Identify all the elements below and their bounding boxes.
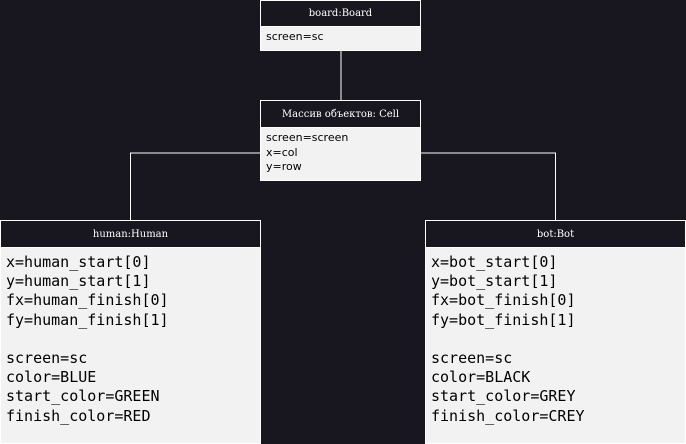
cell-array-title: Массив объектов: Cell xyxy=(261,101,420,128)
human-object-attributes: x=human_start[0] y=human_start[1] fx=hum… xyxy=(6,253,169,425)
connector-cell-human xyxy=(130,152,260,220)
cell-array-box: Массив объектов: Cell screen=screen x=co… xyxy=(260,100,421,181)
human-object-title: human:Human xyxy=(1,221,260,248)
human-object-box: human:Human x=human_start[0] y=human_sta… xyxy=(0,220,261,444)
board-object-attributes: screen=sc xyxy=(266,30,324,43)
bot-object-title: bot:Bot xyxy=(426,221,685,248)
bot-object-box: bot:Bot x=bot_start[0] y=bot_start[1] fx… xyxy=(425,220,686,444)
connector-cell-bot xyxy=(421,152,556,220)
bot-object-attributes: x=bot_start[0] y=bot_start[1] fx=bot_fin… xyxy=(431,253,585,425)
board-object-box: board:Board screen=sc xyxy=(260,0,421,51)
cell-array-attributes: screen=screen x=col y=row xyxy=(266,131,349,173)
board-object-title: board:Board xyxy=(261,1,420,27)
